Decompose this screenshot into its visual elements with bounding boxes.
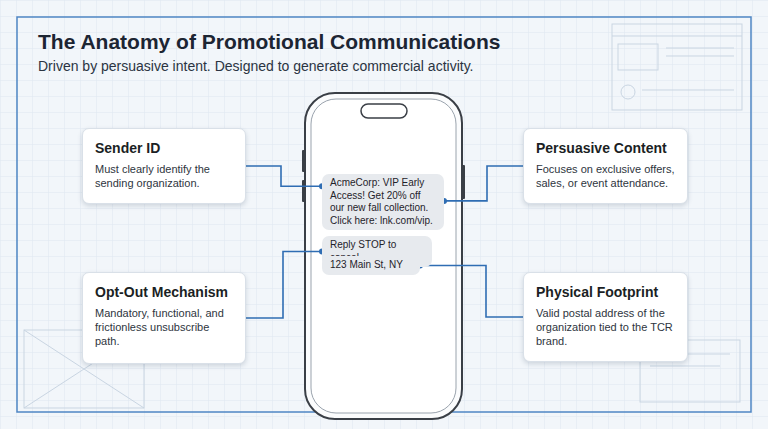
- callout-body: Mandatory, functional, and frictionless …: [95, 306, 233, 348]
- message-bubble: AcmeCorp: VIP Early Access! Get 20% off …: [322, 174, 444, 230]
- leader-connector: [246, 166, 325, 189]
- message-text: AcmeCorp: VIP Early Access! Get 20% off …: [330, 177, 436, 227]
- message-bubble: 123 Main St, NY: [322, 256, 420, 275]
- callout-body: Focuses on exclusive offers, sales, or e…: [536, 162, 675, 190]
- callout-heading: Persuasive Content: [536, 140, 675, 156]
- callout-body: Valid postal address of the organization…: [536, 306, 675, 348]
- callout-box: Physical FootprintValid postal address o…: [523, 272, 688, 362]
- callout-heading: Physical Footprint: [536, 284, 675, 300]
- connector-line: [444, 166, 523, 201]
- callout-heading: Sender ID: [95, 140, 233, 156]
- callout-heading: Opt-Out Mechanism: [95, 284, 233, 300]
- callout-body: Must clearly identify the sending organi…: [95, 162, 233, 190]
- callout-box: Persuasive ContentFocuses on exclusive o…: [523, 128, 688, 204]
- connector-line: [246, 252, 322, 319]
- diagram-subtitle: Driven by persuasive intent. Designed to…: [38, 58, 474, 74]
- connector-line: [246, 166, 322, 186]
- connector-line: [420, 266, 523, 318]
- leader-connector: [417, 263, 523, 318]
- callout-box: Opt-Out MechanismMandatory, functional, …: [82, 272, 246, 364]
- callout-box: Sender ID Must clearly identify the sendi…: [82, 128, 246, 204]
- leader-connector: [246, 249, 325, 319]
- leader-connector: [441, 166, 523, 204]
- diagram-title: The Anatomy of Promotional Communication…: [38, 30, 500, 54]
- message-text: 123 Main St, NY: [330, 259, 412, 272]
